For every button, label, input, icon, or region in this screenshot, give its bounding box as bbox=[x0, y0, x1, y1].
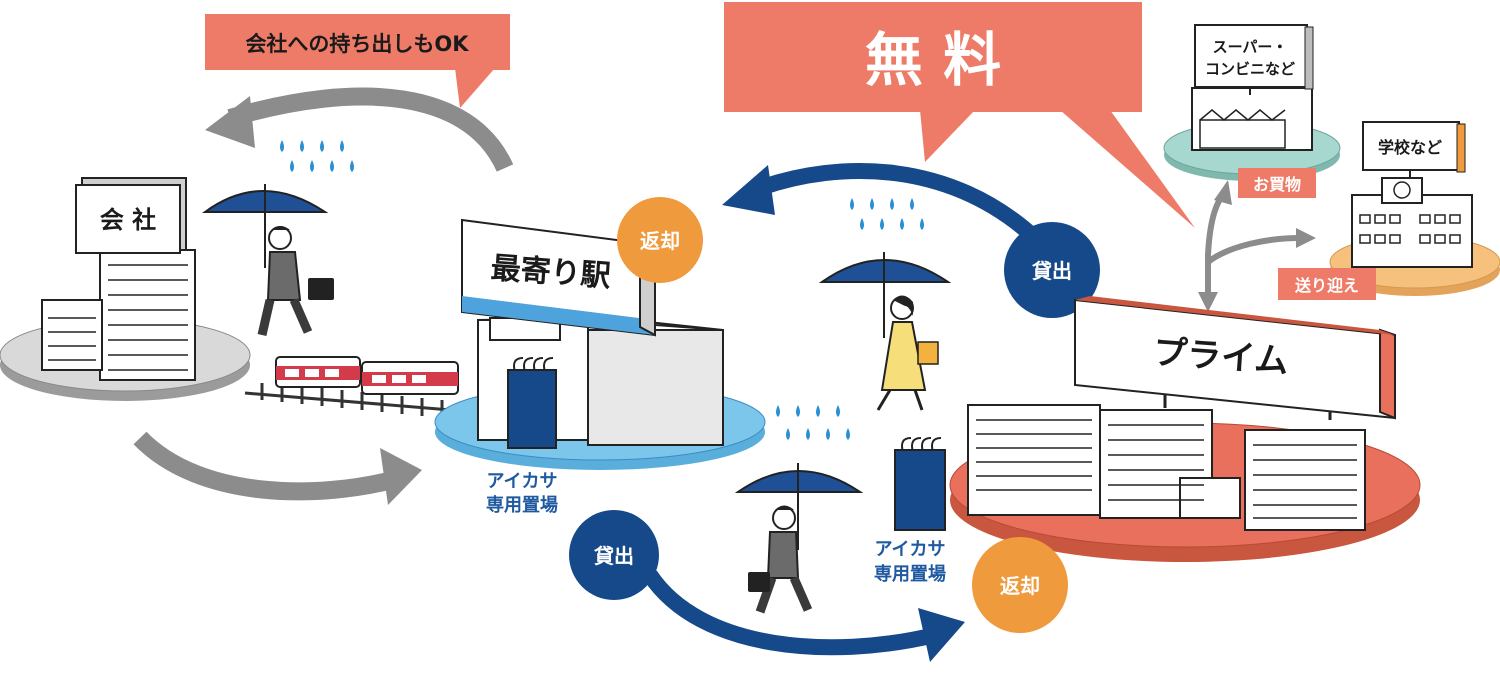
pickup-tag-label: 送り迎え bbox=[1294, 276, 1359, 295]
station-dedicated-line1: アイカサ bbox=[486, 471, 557, 492]
prime-sign-label: プライム bbox=[1152, 332, 1290, 381]
rent-badge-station: 貸出 bbox=[569, 510, 659, 600]
rain-drops-icon bbox=[850, 198, 924, 230]
supermarket-sign-line1: スーパー・ bbox=[1213, 38, 1288, 56]
supermarket-area: スーパー・ コンビニなど bbox=[1163, 24, 1341, 181]
businessman-icon bbox=[734, 463, 864, 614]
station-dedicated-line2: 専用置場 bbox=[486, 494, 558, 516]
briefcase-icon bbox=[308, 278, 334, 300]
umbrella-stand-icon bbox=[507, 357, 557, 449]
arrow-station-to-company bbox=[205, 87, 514, 172]
arrow-prime-to-destinations bbox=[1198, 180, 1316, 312]
prime-building-right bbox=[1244, 429, 1366, 531]
rain-drops-icon bbox=[280, 140, 354, 172]
company-area: 会 社 bbox=[0, 177, 251, 401]
rent-badge-prime-label: 貸出 bbox=[1031, 259, 1072, 283]
woman-icon bbox=[818, 252, 952, 411]
prime-area: プライム bbox=[894, 296, 1421, 562]
arrow-station-to-prime bbox=[643, 570, 965, 662]
prime-dedicated-line1: アイカサ bbox=[874, 539, 945, 560]
station-sign-label: 最寄り駅 bbox=[490, 251, 612, 294]
rent-badge-prime: 貸出 bbox=[1004, 222, 1100, 318]
supermarket-sign-line2: コンビニなど bbox=[1205, 60, 1295, 78]
station-area: 最寄り駅 bbox=[434, 218, 766, 470]
station-dedicated-label: アイカサ 専用置場 bbox=[486, 471, 558, 516]
company-tower bbox=[99, 249, 196, 381]
rent-badge-station-label: 貸出 bbox=[593, 544, 634, 568]
company-carry-text: 会社への持ち出しもOK bbox=[245, 32, 469, 56]
station-building-right bbox=[587, 329, 724, 446]
company-sign-label: 会 社 bbox=[100, 206, 156, 234]
shopping-tag: お買物 bbox=[1238, 168, 1316, 198]
businessman-icon bbox=[201, 184, 334, 337]
pickup-tag: 送り迎え bbox=[1278, 268, 1376, 300]
school-sign bbox=[1362, 121, 1460, 171]
return-badge-prime: 返却 bbox=[972, 537, 1068, 633]
return-badge-station: 返却 bbox=[617, 197, 703, 283]
prime-dedicated-line2: 専用置場 bbox=[874, 563, 946, 585]
train-icon bbox=[244, 356, 476, 418]
return-badge-station-label: 返却 bbox=[640, 229, 680, 253]
prime-entrance bbox=[1179, 477, 1241, 519]
supermarket-sign bbox=[1194, 24, 1308, 88]
umbrella-stand-icon bbox=[894, 437, 946, 531]
school-building bbox=[1351, 194, 1473, 268]
clock-icon bbox=[1393, 181, 1411, 199]
rain-drops-icon bbox=[776, 405, 850, 440]
arrow-company-to-station bbox=[133, 431, 422, 505]
prime-building-left bbox=[967, 404, 1101, 516]
company-carry-bubble: 会社への持ち出しもOK bbox=[205, 14, 510, 108]
briefcase-icon bbox=[748, 572, 770, 592]
handbag-icon bbox=[917, 341, 939, 365]
arrow-prime-to-station bbox=[722, 162, 1041, 244]
prime-dedicated-label: アイカサ 専用置場 bbox=[874, 539, 946, 585]
return-badge-prime-label: 返却 bbox=[1000, 574, 1040, 598]
company-sign bbox=[75, 184, 181, 254]
shopping-tag-label: お買物 bbox=[1253, 175, 1301, 194]
school-sign-label: 学校など bbox=[1378, 138, 1442, 157]
company-low-building bbox=[41, 299, 103, 371]
free-bubble: 無 料 bbox=[724, 2, 1195, 228]
free-text: 無 料 bbox=[865, 26, 1001, 94]
